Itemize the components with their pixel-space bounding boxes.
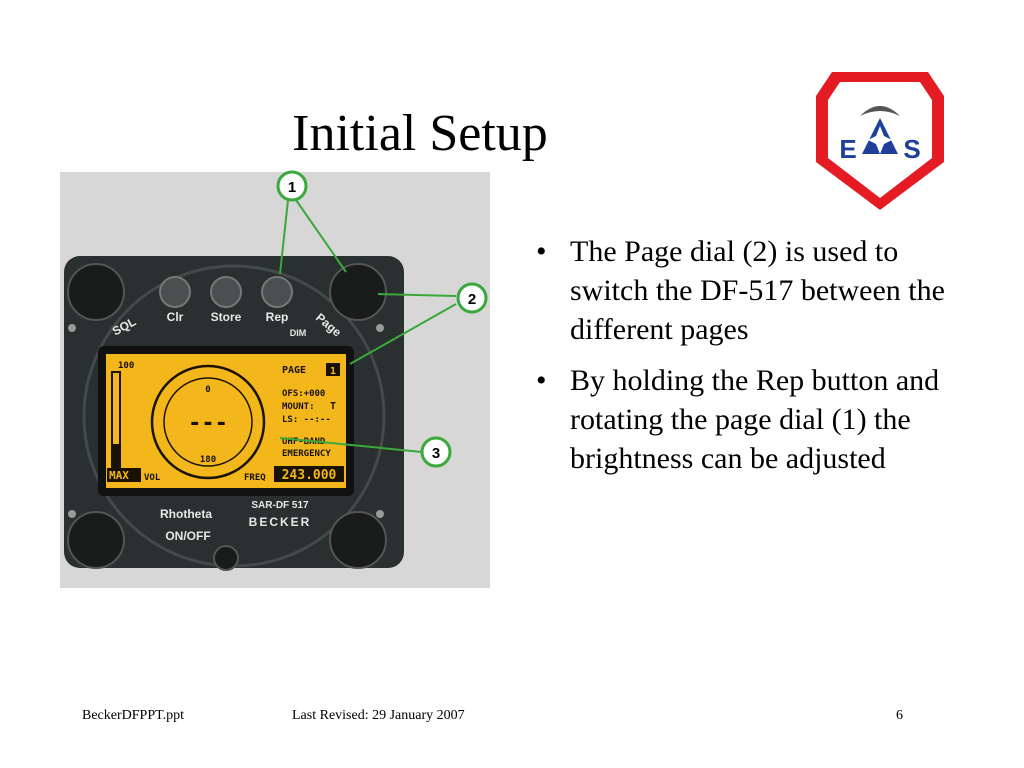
- screw: [376, 324, 384, 332]
- footer-revised: Last Revised: 29 January 2007: [292, 708, 465, 723]
- ofs-readout: OFS:+000: [282, 389, 325, 399]
- freq-box: [274, 466, 344, 482]
- clr-label: Clr: [167, 310, 184, 324]
- rhotheta-label: Rhotheta: [160, 507, 212, 521]
- store-label: Store: [211, 310, 242, 324]
- callout-1: [276, 170, 308, 202]
- mount-value: T: [330, 401, 336, 412]
- model-label: SAR-DF 517: [251, 500, 309, 511]
- footer-page-number: 6: [896, 708, 903, 723]
- knob-sql[interactable]: [67, 263, 125, 321]
- page-number-box: [326, 363, 340, 376]
- mode-label: EMERGENCY: [282, 449, 331, 459]
- vol-label: VOL: [144, 473, 161, 483]
- max-box: [107, 468, 141, 482]
- callout-arrows: [279, 199, 457, 453]
- onoff-button[interactable]: [213, 545, 239, 571]
- compass-inner: [163, 377, 253, 467]
- brand-label: BECKER: [249, 515, 312, 529]
- rep-button[interactable]: [261, 276, 293, 308]
- knob-frequency[interactable]: [329, 511, 387, 569]
- onoff-label: ON/OFF: [165, 529, 210, 543]
- freq-label: FREQ: [244, 473, 266, 483]
- bullet-item: •The Page dial (2) is used to switch the…: [536, 235, 945, 346]
- freq-readout: 243.000: [282, 468, 337, 483]
- logo-wings: [860, 106, 900, 116]
- screw: [376, 510, 384, 518]
- volume-fill: [112, 444, 120, 468]
- lcd-screen: [106, 354, 346, 488]
- callout-3-number: 3: [432, 445, 440, 462]
- slide-title: Initial Setup: [292, 105, 548, 162]
- rep-label: Rep: [266, 310, 289, 324]
- ces-logo: E S: [816, 72, 944, 210]
- scale-top: 100: [118, 361, 134, 371]
- scale-max: MAX: [109, 469, 129, 482]
- ls-readout: LS: --:--: [282, 415, 331, 425]
- logo-letter-e: E: [839, 134, 856, 164]
- page-number: 1: [330, 366, 336, 377]
- knob-page[interactable]: [329, 263, 387, 321]
- band-label: UHF-BAND: [282, 437, 326, 447]
- bullet-text: The Page dial (2) is used to switch the …: [570, 235, 945, 346]
- dim-label: DIM: [290, 328, 307, 338]
- becker-df517-device: Clr Store Rep SQL Page DIM 100 MAX VOL 0…: [60, 170, 490, 588]
- screw: [68, 510, 76, 518]
- footer-filename: BeckerDFPPT.ppt: [82, 708, 185, 723]
- callout-1-number: 1: [288, 179, 296, 196]
- compass-center: ---: [188, 411, 228, 436]
- screw: [68, 324, 76, 332]
- bullet-text: By holding the Rep button and rotating t…: [570, 364, 940, 475]
- logo-letter-s: S: [903, 134, 920, 164]
- store-button[interactable]: [210, 276, 242, 308]
- callout-2: [456, 282, 488, 314]
- knob-volume[interactable]: [67, 511, 125, 569]
- mount-readout: MOUNT:: [282, 402, 315, 412]
- bullet-list: •The Page dial (2) is used to switch the…: [530, 232, 950, 490]
- callout-2-number: 2: [468, 291, 476, 308]
- callout-3: [420, 436, 452, 468]
- page-indicator-label: PAGE: [282, 365, 306, 376]
- logo-propeller: [868, 126, 892, 154]
- compass-bottom: 180: [200, 455, 216, 465]
- compass-outer: [150, 364, 266, 480]
- bullet-item: •By holding the Rep button and rotating …: [536, 364, 940, 475]
- clr-button[interactable]: [159, 276, 191, 308]
- compass-top: 0: [205, 385, 210, 395]
